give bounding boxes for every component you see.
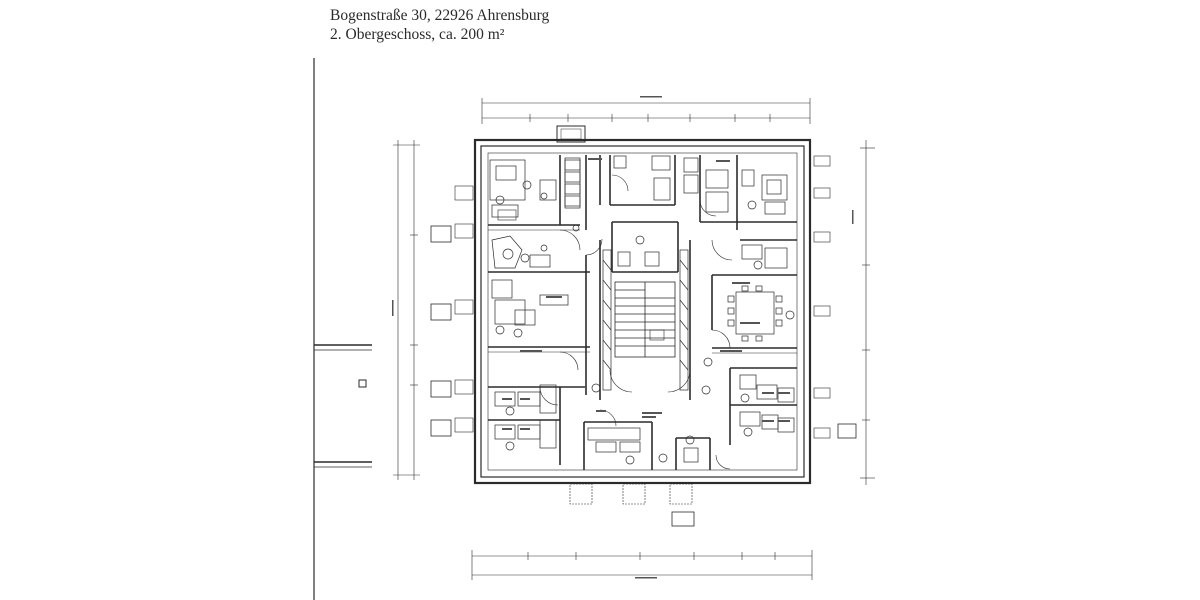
- right-radiator-markers: [813, 155, 857, 439]
- office-bottom-right-furniture: [739, 374, 795, 437]
- shaft-box: [556, 125, 586, 143]
- room-label-marks: [392, 96, 854, 579]
- conference-table-furniture: [727, 285, 795, 342]
- marker-square: [358, 379, 367, 388]
- left-radiator-markers: [454, 185, 517, 433]
- top-dimension-chain: [481, 98, 811, 124]
- floor-info-line: 2. Obergeschoss, ca. 200 m²: [330, 26, 505, 43]
- stairwell: [614, 281, 676, 358]
- plan-header: Bogenstraße 30, 22926 Ahrensburg 2. Ober…: [330, 6, 549, 44]
- office-bottom-left-furniture: [494, 384, 557, 451]
- bottom-outside-markers: [569, 483, 695, 527]
- interior-walls: [488, 155, 797, 470]
- office-mid-left-furniture: [491, 279, 569, 338]
- left-dimension-chain: [393, 140, 420, 480]
- office-second-right-furniture: [741, 244, 788, 270]
- kitchen-wc-fixtures: [564, 155, 699, 465]
- left-outside-boxes: [430, 225, 452, 437]
- structural-columns: [602, 249, 689, 391]
- meeting-room-left-furniture: [491, 235, 551, 269]
- office-top-left-furniture: [489, 159, 557, 218]
- fixture-circles: [540, 192, 713, 445]
- right-dimension-chain: [860, 140, 875, 485]
- office-top-right-furniture: [705, 169, 788, 215]
- address-line: Bogenstraße 30, 22926 Ahrensburg: [330, 7, 550, 24]
- bottom-dimension-chain: [471, 550, 813, 580]
- door-swings: [539, 174, 733, 470]
- outer-walls: [473, 138, 812, 485]
